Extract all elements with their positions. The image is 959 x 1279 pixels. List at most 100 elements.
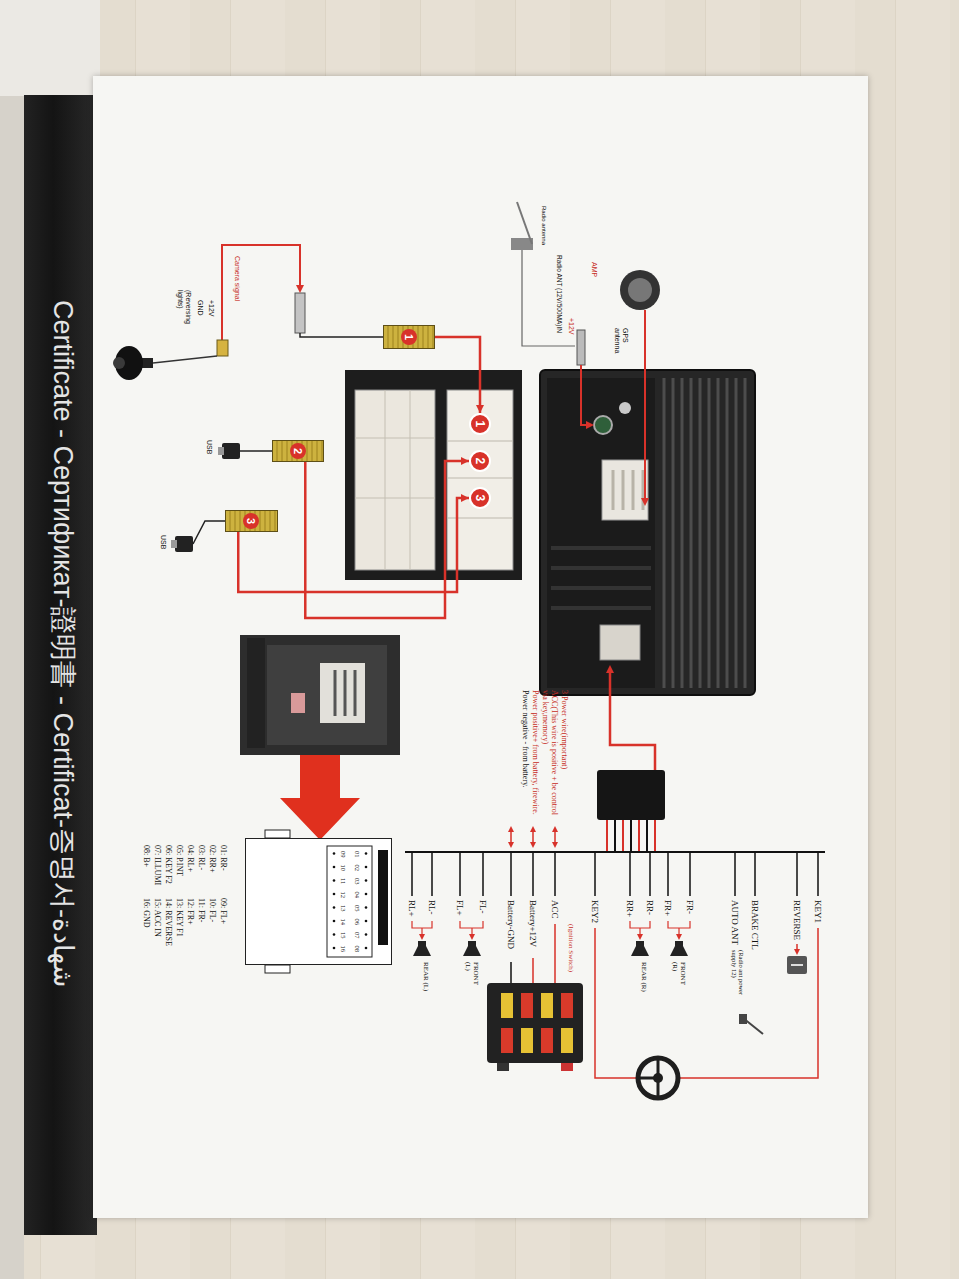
pin-number: 12 bbox=[340, 892, 347, 899]
ignition-label: (Ignition Switch) bbox=[567, 924, 575, 972]
wire-label: FR+ bbox=[663, 900, 673, 916]
antenna-wire bbox=[581, 365, 586, 425]
arrowhead bbox=[676, 934, 682, 940]
usb-cable bbox=[240, 450, 272, 452]
gps-jack bbox=[619, 402, 631, 414]
pin-dot bbox=[333, 933, 336, 936]
camera-cable bbox=[300, 333, 383, 337]
power-antenna-base bbox=[739, 1014, 747, 1024]
speaker-icon bbox=[468, 941, 476, 946]
arrowhead bbox=[508, 842, 514, 848]
speaker-icon bbox=[631, 946, 649, 956]
power-note: Power negative - from battery. bbox=[521, 690, 530, 823]
gps-antenna bbox=[620, 270, 660, 310]
battery-body bbox=[487, 983, 583, 1063]
speaker-icon bbox=[413, 946, 431, 956]
pin-number: 11 bbox=[340, 878, 347, 884]
harness-wires bbox=[615, 820, 647, 852]
callout-number-text: 1 bbox=[473, 421, 486, 428]
wire-label: RR+ bbox=[625, 900, 635, 917]
pin-dots bbox=[333, 852, 368, 949]
head-unit-panel bbox=[547, 378, 655, 688]
connector-arrow bbox=[435, 337, 484, 413]
pinout-bar bbox=[378, 850, 388, 945]
pin-number: 14 bbox=[340, 919, 347, 926]
pin-assignment: 04: RL+ bbox=[186, 845, 195, 872]
harness-trunk bbox=[405, 851, 825, 853]
battery-cell bbox=[561, 993, 573, 1018]
pin-assignment: 14: REVERSE bbox=[164, 898, 173, 946]
harness-branches bbox=[412, 852, 818, 896]
pin-number: 09 bbox=[340, 851, 347, 858]
wire-label: ACC bbox=[550, 900, 560, 919]
battery-cell bbox=[541, 993, 553, 1018]
harness-lead bbox=[610, 673, 655, 770]
pin-assignment: 15: ACC IN bbox=[153, 898, 162, 937]
inset-pins bbox=[335, 670, 355, 716]
harness-photo bbox=[345, 370, 522, 580]
pin-assignment: 11: FR- bbox=[197, 898, 206, 922]
pin-dot bbox=[333, 920, 336, 923]
pinout-box: 01020304050607080910111213141516 bbox=[245, 838, 392, 965]
pin-dot bbox=[365, 933, 368, 936]
usb-plug bbox=[175, 536, 193, 552]
speaker-label: FRONT (R) bbox=[671, 962, 687, 992]
inset-connector bbox=[320, 663, 365, 723]
pin-assignment: 03: RL- bbox=[197, 845, 206, 870]
callout-number-text: 3 bbox=[244, 513, 260, 529]
power-arrow bbox=[511, 830, 555, 844]
pin-dot bbox=[365, 947, 368, 950]
battery-terminal bbox=[561, 1063, 573, 1071]
pin-assignment: 16: GND bbox=[142, 898, 151, 928]
wire-label: FL+ bbox=[455, 900, 465, 916]
camera-ground-label: GND bbox=[196, 300, 204, 316]
socket-block bbox=[355, 390, 435, 570]
camera-note: (Reversing lights) bbox=[176, 290, 192, 338]
wire-label: KEY2 bbox=[590, 900, 600, 923]
cover-title: Certificate - Сертификат-證明書 - Certifica… bbox=[47, 300, 78, 987]
connector-line bbox=[305, 461, 469, 618]
battery-cell bbox=[501, 1028, 513, 1053]
callout-number-text: 1 bbox=[401, 329, 417, 345]
callout-number-text: 2 bbox=[290, 443, 306, 459]
connector-layer bbox=[93, 78, 865, 1218]
camera-signal-wire bbox=[222, 245, 300, 340]
socket-cells bbox=[355, 390, 435, 570]
pin-assignment: 07: ILLUMI bbox=[153, 845, 162, 885]
camera-pigtail bbox=[153, 356, 217, 363]
pin-dot bbox=[333, 879, 336, 882]
steering-key-wire bbox=[595, 928, 818, 1078]
pin-assignment: 10: FL- bbox=[208, 898, 217, 922]
gear-shifter bbox=[787, 956, 807, 974]
connector-plug: 3 bbox=[225, 510, 278, 532]
wire-label: RL+ bbox=[407, 900, 417, 917]
arrowhead bbox=[530, 826, 536, 832]
wire-label: KEY1 bbox=[813, 900, 823, 923]
pin-dot bbox=[333, 866, 336, 869]
pin-number: 06 bbox=[354, 919, 361, 926]
usb-port bbox=[218, 447, 224, 455]
pin-number: 07 bbox=[354, 932, 361, 939]
harness-plug bbox=[597, 770, 665, 820]
pin-assignment: 13: KEY F1 bbox=[175, 898, 184, 937]
pin-dot bbox=[365, 879, 368, 882]
pin-assignment: 09: FL+ bbox=[219, 898, 228, 924]
connector-arrow bbox=[305, 457, 469, 618]
gps-wire bbox=[644, 310, 646, 498]
speaker-label: FRONT (L) bbox=[464, 962, 480, 992]
battery-cell bbox=[561, 1028, 573, 1053]
page-content: 12312301020304050607080910111213141516Ra… bbox=[93, 78, 865, 1218]
arrowhead bbox=[794, 949, 800, 955]
pin-assignment: 01: RR- bbox=[219, 845, 228, 871]
ground-wire bbox=[510, 962, 512, 983]
pin-number: 10 bbox=[340, 865, 347, 872]
antenna-label: Radio antenna bbox=[540, 206, 547, 245]
connector-pins bbox=[613, 470, 643, 510]
head-unit-body bbox=[540, 370, 755, 695]
connector-plug: 1 bbox=[383, 325, 435, 349]
pin-number: 01 bbox=[354, 851, 361, 858]
pin-assignment: 12: FR+ bbox=[186, 898, 195, 925]
gps-antenna-face bbox=[628, 278, 652, 302]
pin-number: 08 bbox=[354, 946, 361, 953]
pin-number: 15 bbox=[340, 932, 347, 939]
